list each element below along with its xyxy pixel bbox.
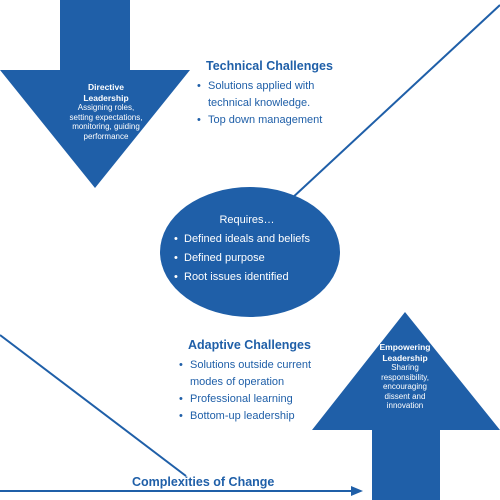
technical-item-continuation: technical knowledge.: [208, 97, 311, 109]
requires-item: Root issues identified: [162, 268, 338, 287]
requires-item: Defined purpose: [162, 249, 338, 268]
technical-challenges-list: Solutions applied with technical knowled…: [196, 78, 366, 129]
directive-body-line: performance: [83, 131, 129, 141]
complexities-axis-arrowhead: [351, 486, 363, 496]
diagonal-divider-lower: [0, 334, 187, 477]
empowering-title-line1: Empowering: [379, 342, 431, 352]
technical-challenges-title: Technical Challenges: [206, 59, 333, 73]
empowering-arrow: [312, 312, 500, 500]
empowering-body-line: dissent and: [384, 391, 426, 401]
empowering-body-line: innovation: [386, 401, 424, 410]
directive-body-line: Assigning roles,: [77, 103, 135, 112]
empowering-title-line2: Leadership: [382, 352, 428, 363]
empowering-body-line: encouraging: [382, 382, 428, 391]
directive-leadership-text: Directive Leadership Assigning roles, se…: [66, 82, 146, 141]
requires-title: Requires…: [219, 214, 275, 226]
adaptive-challenges-title: Adaptive Challenges: [188, 338, 311, 352]
directive-title-line1: Directive: [88, 82, 124, 92]
empowering-body-line: Sharing: [391, 363, 419, 372]
requires-list: Defined ideals and beliefs Defined purpo…: [162, 230, 338, 287]
adaptive-item: Solutions outside current: [178, 357, 338, 374]
empowering-leadership-text: Empowering Leadership Sharing responsibi…: [366, 342, 444, 411]
adaptive-item: Professional learning: [178, 391, 338, 408]
complexities-of-change-label: Complexities of Change: [132, 475, 275, 489]
directive-body-line: monitoring, guiding: [72, 122, 140, 131]
technical-item: Solutions applied with: [196, 78, 366, 95]
adaptive-item: Bottom-up leadership: [178, 408, 338, 425]
directive-arrow: [0, 0, 190, 188]
empowering-body-line: responsibility,: [381, 372, 429, 382]
requires-item: Defined ideals and beliefs: [162, 230, 338, 249]
directive-body-line: setting expectations,: [69, 112, 143, 122]
requires-block: Requires… Defined ideals and beliefs Def…: [162, 212, 338, 287]
diagonal-divider: [261, 4, 500, 227]
directive-title-line2: Leadership: [83, 92, 129, 103]
adaptive-challenges-list: Solutions outside current modes of opera…: [178, 357, 338, 425]
adaptive-item-continuation: modes of operation: [190, 376, 285, 388]
technical-item: Top down management: [196, 112, 366, 129]
